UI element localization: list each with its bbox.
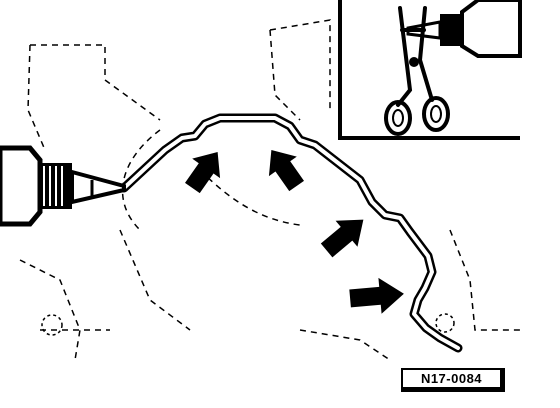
reference-code-box: N17-0084 — [401, 368, 505, 392]
sealant-bead — [119, 113, 463, 353]
mounting-holes — [41, 313, 455, 336]
arrow-icon-2 — [268, 149, 304, 192]
inset-panel — [338, 0, 522, 140]
arrow-icon-4 — [349, 277, 404, 314]
arrow-icon-3 — [320, 219, 364, 258]
scissors-icon — [384, 6, 450, 136]
cut-nozzle-tube-icon — [406, 0, 522, 58]
reference-code: N17-0084 — [420, 371, 483, 386]
arrow-icon-1 — [185, 151, 221, 194]
sealant-tube-icon — [0, 145, 126, 227]
